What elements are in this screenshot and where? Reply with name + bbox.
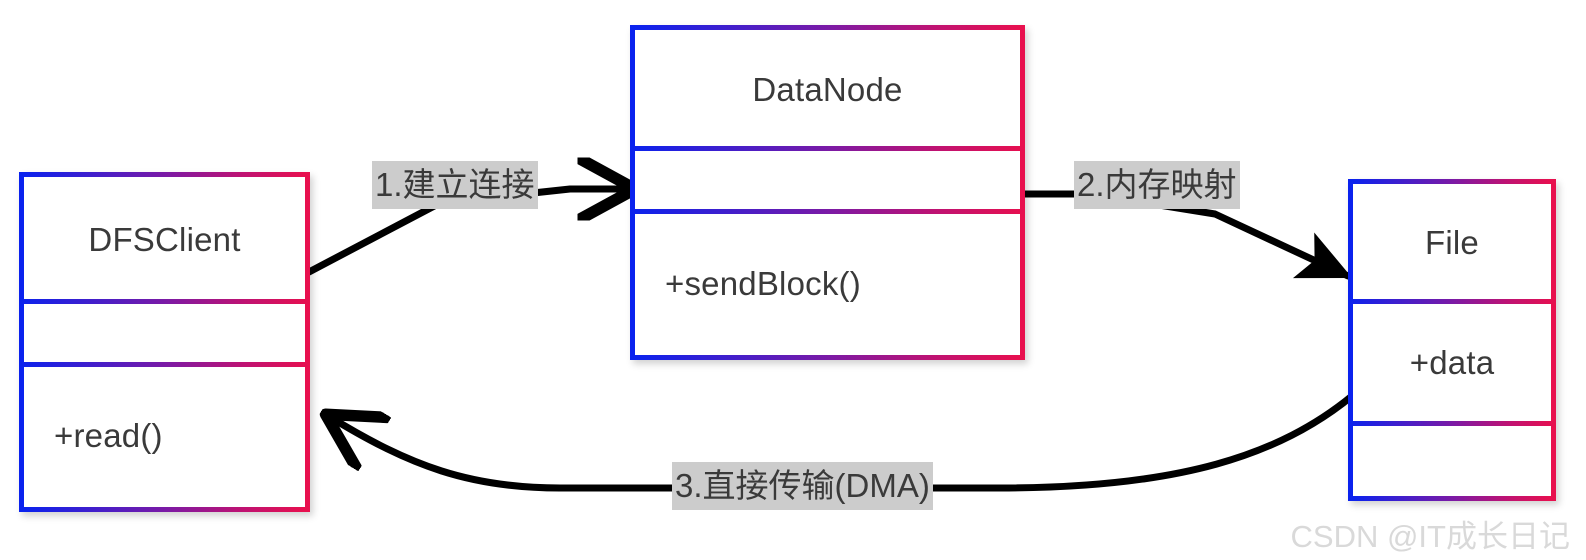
datanode-attributes (630, 146, 1025, 212)
csdn-watermark: CSDN @IT成长日记 (1290, 519, 1570, 554)
uml-class-dfsclient[interactable]: DFSClient +read() (19, 172, 310, 512)
file-class-name: File (1425, 224, 1479, 261)
edge-3-label: 3.直接传输(DMA) (672, 462, 933, 510)
datanode-operations: +sendBlock() (630, 209, 1025, 355)
datanode-class-name: DataNode (752, 70, 903, 108)
uml-class-file[interactable]: File +data (1348, 179, 1556, 501)
dfsclient-class-name: DFSClient (88, 220, 241, 258)
file-operations (1348, 421, 1556, 496)
file-attributes: +data (1348, 299, 1556, 424)
dfsclient-attributes (19, 299, 310, 365)
edge-1-label: 1.建立连接 (372, 161, 538, 209)
dfsclient-operations: +read() (19, 362, 310, 507)
uml-class-datanode[interactable]: DataNode +sendBlock() (630, 25, 1025, 360)
edge-2-label: 2.内存映射 (1074, 161, 1240, 209)
